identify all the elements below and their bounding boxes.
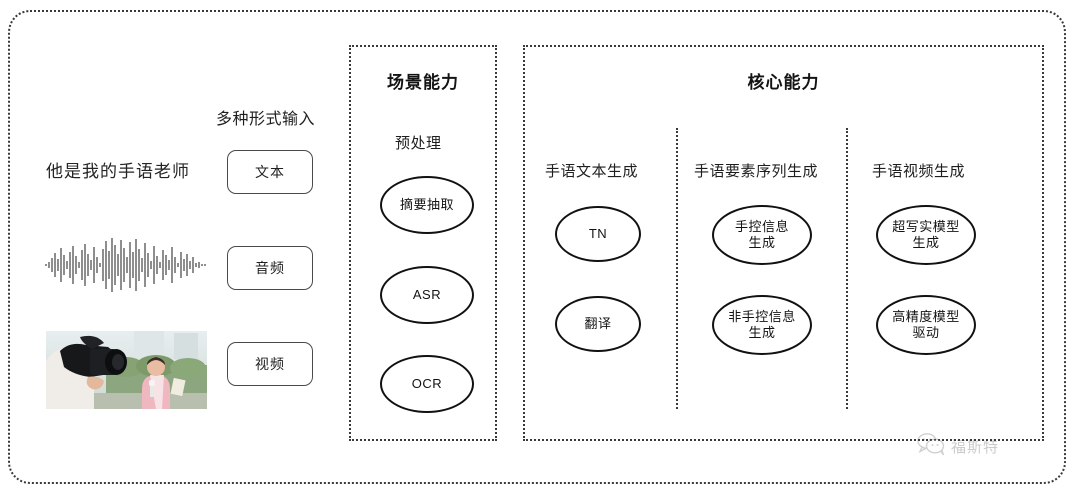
sample-sentence-text: 他是我的手语老师 xyxy=(46,162,190,181)
node-non-manual-info-generation[interactable]: 非手控信息生成 xyxy=(712,295,812,355)
node-asr[interactable]: ASR xyxy=(380,266,474,324)
core-column-header-sign-text-generation: 手语文本生成 xyxy=(545,163,639,180)
wechat-icon xyxy=(916,432,946,461)
core-column-header-sign-video-generation: 手语视频生成 xyxy=(872,163,966,180)
node-photorealistic-model-generation[interactable]: 超写实模型生成 xyxy=(876,205,976,265)
core-column-divider-2 xyxy=(846,128,848,409)
node-translation[interactable]: 翻译 xyxy=(555,296,641,352)
outer-frame xyxy=(8,10,1066,484)
scene-capability-panel: 场景能力 xyxy=(349,45,497,441)
node-tn[interactable]: TN xyxy=(555,206,641,262)
waveform-icon xyxy=(44,236,208,294)
input-modality-text-button[interactable]: 文本 xyxy=(227,150,313,194)
input-modality-video-button[interactable]: 视频 xyxy=(227,342,313,386)
core-column-divider-1 xyxy=(676,128,678,409)
watermark: 福斯特 xyxy=(916,432,999,461)
preprocessing-group-label: 预处理 xyxy=(395,135,442,152)
node-high-precision-model-driving[interactable]: 高精度模型驱动 xyxy=(876,295,976,355)
node-manual-info-generation[interactable]: 手控信息生成 xyxy=(712,205,812,265)
node-summary-extraction[interactable]: 摘要抽取 xyxy=(380,176,474,234)
core-column-header-sign-element-sequence-generation: 手语要素序列生成 xyxy=(694,163,819,180)
input-section-header: 多种形式输入 xyxy=(216,111,316,128)
scene-capability-title: 场景能力 xyxy=(387,73,459,92)
core-capability-panel: 核心能力 xyxy=(523,45,1044,441)
watermark-text: 福斯特 xyxy=(951,439,1000,456)
video-thumbnail-icon xyxy=(46,331,207,409)
input-modality-audio-button[interactable]: 音频 xyxy=(227,246,313,290)
node-ocr[interactable]: OCR xyxy=(380,355,474,413)
core-capability-title: 核心能力 xyxy=(747,73,820,92)
